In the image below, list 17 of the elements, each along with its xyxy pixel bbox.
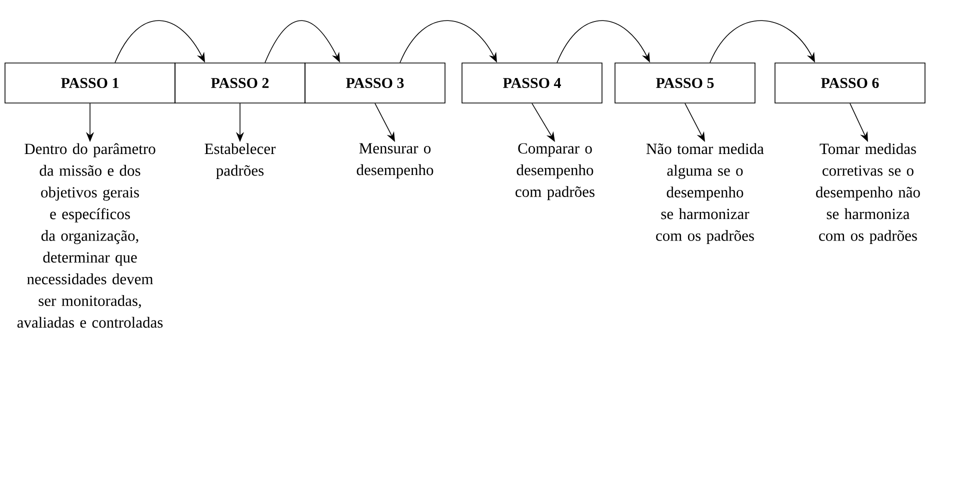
step-box: PASSO 6 [774, 62, 926, 104]
step-description: Não tomar medida alguma se o desempenho se harmonizar com os padrões [646, 143, 764, 244]
curved-arrow [710, 20, 815, 63]
step-box: PASSO 3 [304, 62, 446, 104]
curved-arrow [264, 20, 340, 63]
step-description: Comparar o desempenho com padrões [516, 143, 594, 200]
step-box: PASSO 1 [4, 62, 176, 104]
step-description: Estabelecer padrões [204, 143, 276, 179]
step-box: PASSO 2 [174, 62, 306, 104]
curved-arrow [400, 20, 497, 63]
step-description: Tomar medidas corretivas se o desempenho não se harmoniza com os padrões [816, 143, 920, 244]
step-box: PASSO 5 [614, 62, 756, 104]
curved-arrow [114, 20, 205, 63]
curved-arrow [556, 20, 650, 63]
step-description: Mensurar o desempenho [356, 143, 434, 178]
step-description: Dentro do parâmetro da missão e dos objetivos gerais e específicos da organização, determinar que necessidades devem ser monitoradas, avaliadas e controladas [17, 143, 163, 328]
step-box: PASSO 4 [462, 62, 602, 104]
